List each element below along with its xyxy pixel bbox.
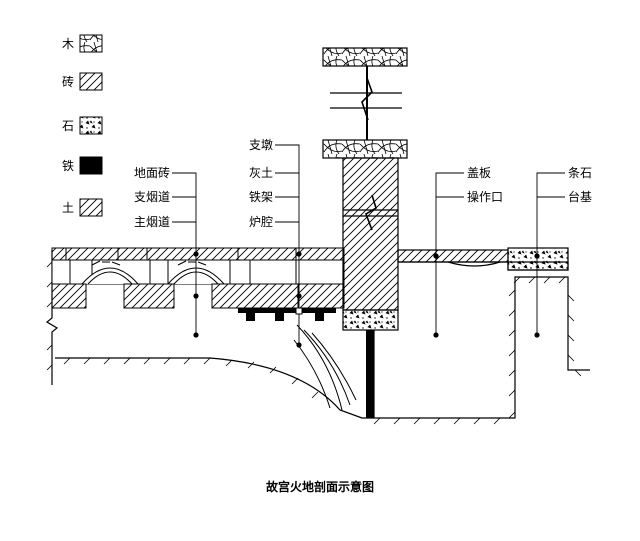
label-operation-opening: 操作口 [467, 190, 504, 204]
legend-label-wood: 木 [62, 37, 75, 51]
legend-swatch-stone [79, 116, 103, 135]
legend-swatch-iron [79, 156, 103, 175]
label-main-flue: 主烟道 [133, 215, 170, 229]
iron-frame-marker [295, 307, 303, 315]
iron-frame [238, 308, 374, 418]
label-cover-plate: 盖板 [467, 166, 492, 180]
label-branch-flue: 支烟道 [133, 190, 170, 204]
flow-arcs [293, 324, 357, 411]
label-strip-stone: 条石 [568, 166, 593, 180]
legend [79, 34, 103, 217]
label-iron-frame: 铁架 [248, 190, 273, 204]
legend-label-stone: 石 [62, 119, 75, 133]
legend-swatch-earth [79, 198, 103, 217]
central-pier [342, 157, 399, 331]
legend-label-earth: 土 [62, 201, 75, 215]
leader-lines [172, 144, 565, 345]
label-lime-soil: 灰土 [248, 166, 273, 180]
legend-label-iron: 铁 [62, 159, 75, 173]
strip-stone [507, 247, 569, 271]
label-floor-brick: 地面砖 [133, 166, 170, 180]
label-pier: 支墩 [248, 138, 273, 152]
lime-soil-layer [51, 259, 345, 285]
figure-caption: 故宫火地剖面示意图 [265, 480, 374, 494]
earth-ticks [46, 261, 582, 425]
legend-swatch-brick [79, 72, 103, 91]
wood-column [322, 47, 408, 159]
legend-swatch-wood [79, 34, 103, 53]
leader-dots [193, 251, 540, 348]
label-furnace-chamber: 炉腔 [248, 215, 273, 229]
label-platform-base: 台基 [568, 190, 593, 204]
cover-plate [397, 249, 509, 267]
legend-label-brick: 砖 [62, 75, 75, 89]
